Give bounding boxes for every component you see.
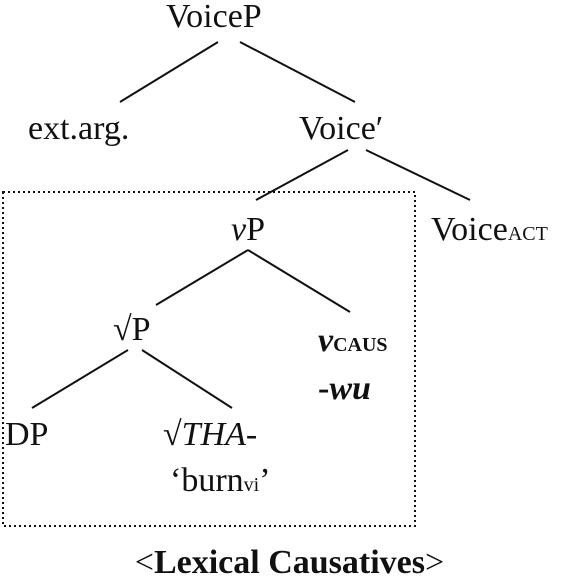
branch-rootp-dp: [31, 349, 129, 409]
tha-node: √THA-: [163, 418, 257, 452]
tha-root-sign: √: [163, 416, 182, 453]
voice-act-subscript: ACT: [507, 223, 548, 245]
voice-act-node: VoiceACT: [431, 213, 548, 247]
diagram-caption: <Lexical Causatives>: [0, 546, 579, 580]
ext-arg-node: ext.arg.: [28, 110, 130, 147]
voicep-node: VoiceP: [166, 0, 262, 35]
caption-open-bracket: <: [134, 544, 154, 581]
caption-text: Lexical Causatives: [153, 544, 426, 581]
gloss-close: ’: [259, 462, 271, 499]
tha-text: THA: [181, 416, 246, 453]
wu-hyphen: -: [318, 370, 330, 407]
wu-text: wu: [329, 370, 371, 407]
branch-vp-rootp: [155, 249, 249, 306]
rootp-node: √P: [113, 311, 151, 348]
branch-voicebar-voiceact: [365, 149, 471, 201]
wu-morpheme: -wu: [318, 372, 371, 406]
branch-vp-vcaus: [247, 249, 351, 313]
gloss-open: ‘burn: [170, 462, 244, 499]
branch-voicep-voicebar: [239, 41, 356, 103]
tha-hyphen: -: [245, 416, 258, 453]
dp-node: DP: [5, 416, 49, 453]
vp-node: vP: [231, 213, 265, 247]
dotted-box: [2, 191, 416, 527]
branch-rootp-tha: [141, 349, 233, 409]
branch-lines: [31, 41, 471, 409]
vp-p: P: [246, 211, 266, 248]
branch-voicep-extarg: [119, 41, 219, 103]
voice-bar-node: Voice′: [299, 110, 384, 147]
v-caus-node: vCAUS: [318, 324, 388, 358]
vp-little-v: v: [231, 211, 247, 248]
v-caus-subscript: CAUS: [333, 334, 388, 356]
caption-close-bracket: >: [425, 544, 445, 581]
voice-act-label: Voice: [431, 211, 508, 248]
gloss-subscript: vi: [243, 474, 260, 496]
gloss-node: ‘burnvi’: [170, 464, 271, 498]
v-caus-little-v: v: [318, 322, 334, 359]
branch-voicebar-vp: [255, 149, 349, 201]
